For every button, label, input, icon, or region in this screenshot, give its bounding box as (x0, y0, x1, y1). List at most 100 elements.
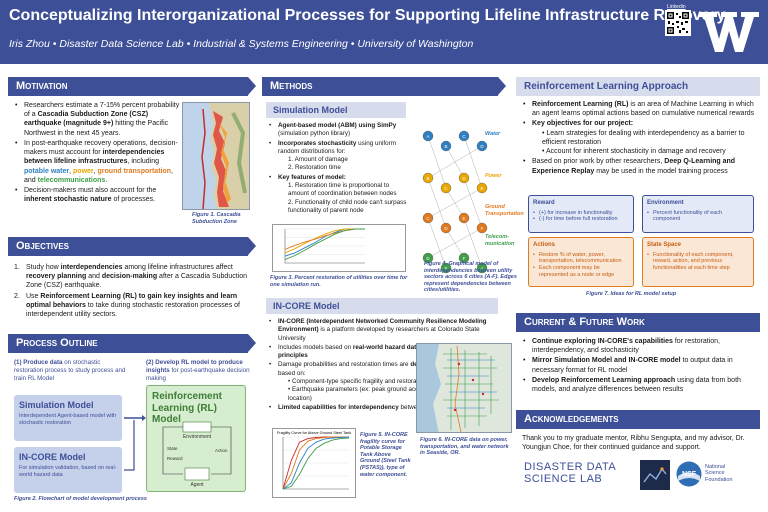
list-item: Restore % of water, power, transportatio… (533, 252, 629, 266)
fragility-chart-svg: Fragility Curve for Above Ground Steel T… (277, 431, 351, 490)
rl-agent-label: Agent (190, 482, 204, 488)
methods-heading: Methods (262, 77, 506, 96)
network-node (422, 212, 434, 224)
environment-title: Environment (647, 200, 684, 206)
network-node-label: D (444, 226, 448, 231)
list-item: 1.Study how interdependencies among life… (14, 264, 247, 290)
process-step1: (1) Produce data on stochastic restorati… (14, 359, 126, 383)
list-item: Decision-makers must also account for th… (14, 186, 180, 204)
network-node-label: E (480, 186, 483, 191)
list-item: IN-CORE (Interdependent Networked Commun… (268, 318, 502, 343)
network-edge (427, 217, 447, 269)
list-item: Develop Reinforcement Learning approach … (522, 376, 760, 394)
sub-item: 1. Amount of damage (288, 156, 348, 164)
sim-box-title: Simulation Model (19, 400, 94, 410)
list-item: Functionality of each component, reward,… (647, 252, 749, 273)
network-edge (427, 187, 483, 219)
rl-reward-label: Reward (167, 456, 183, 461)
series-line (282, 436, 349, 490)
network-node-label: D (426, 256, 430, 261)
network-edge (427, 135, 447, 189)
rl-state-label: State (167, 446, 178, 451)
list-item: Incorporates stochasticity using uniform… (268, 140, 410, 173)
network-node (440, 262, 452, 274)
figure7-caption: Figure 7. Ideas for RL model setup (586, 291, 677, 297)
sim-model-text: Agent-based model (ABM) using SimPy (sim… (268, 122, 410, 216)
nsf-text-3: Foundation (705, 476, 733, 483)
sub-item: • Earthquake parameters (ex: peak ground… (288, 386, 478, 402)
network-node (476, 140, 488, 152)
sub-item: 2. Restoration time (288, 164, 341, 172)
incore-model-box: IN-CORE Model For simulation validation,… (14, 447, 122, 493)
network-node (440, 222, 452, 234)
network-node (476, 222, 488, 234)
list-item: Continue exploring IN-CORE's capabilitie… (522, 337, 760, 355)
list-item: (-) for time before full restoration (533, 216, 629, 223)
rl-model-box: Reinforcement Learning (RL) Model Enviro… (146, 385, 246, 492)
network-node-label: A (480, 266, 483, 271)
list-item: Key features of model:1. Restoration tim… (268, 174, 410, 215)
actions-title: Actions (533, 242, 556, 248)
network-node-label: A (426, 134, 429, 139)
network-node (440, 182, 452, 194)
network-node (476, 262, 488, 274)
reward-box: Reward (+) for increase in functionality… (528, 195, 634, 233)
list-item: 2.Use Reinforcement Learning (RL) to gai… (14, 292, 240, 319)
network-node (422, 130, 434, 142)
process-step2: (2) Develop RL model to produce insights… (146, 359, 250, 383)
series-line (282, 437, 350, 490)
environment-box: Environment Percent functionality of eac… (642, 195, 754, 233)
list-item: Reinforcement Learning (RL) is an area o… (522, 100, 760, 118)
fragility-chart: Fragility Curve for Above Ground Steel T… (272, 428, 356, 498)
core-box-text: For simulation validation, based on real… (19, 465, 117, 478)
process-heading: Process Outline (8, 334, 256, 353)
rl-env-label: Environment (183, 434, 212, 440)
list-item: (+) for increase in functionality (533, 210, 629, 217)
axis-line (284, 229, 365, 264)
rl-box-title: Reinforcement Learning (RL) Model (152, 391, 223, 425)
current-text: Continue exploring IN-CORE's capabilitie… (522, 337, 760, 395)
objectives-heading: Objectives (8, 237, 256, 256)
poster-title: Conceptualizing Interorganizational Proc… (9, 7, 726, 24)
cascadia-map-figure (182, 102, 250, 210)
list-item: Key objectives for our project:• Learn s… (522, 119, 760, 156)
figure2-caption: Figure 2. Flowchart of model development… (14, 496, 147, 502)
figure6-caption: Figure 6. IN-CORE data on power, transpo… (420, 437, 509, 457)
network-node-label: F (481, 226, 484, 231)
objectives-text: 1.Study how interdependencies among life… (14, 263, 248, 320)
network-node (458, 172, 470, 184)
rl-cycle-diagram: Environment Agent State Reward Action (162, 421, 232, 488)
nsf-text-1: National (705, 464, 726, 470)
flow-arrows (124, 415, 146, 471)
net-label-power: Power (485, 173, 502, 179)
network-node-label: C (462, 134, 466, 139)
sub-item: 2. Functionality of child node can't sur… (288, 198, 407, 214)
network-edge (463, 217, 483, 269)
qr-code-icon[interactable] (665, 10, 691, 36)
network-node (458, 130, 470, 142)
sim-box-text: Interdependent Agent-based model with st… (19, 413, 117, 426)
sub-item: • Learn strategies for dealing with inte… (542, 129, 745, 146)
reward-title: Reward (533, 200, 555, 206)
poster-authors: Iris Zhou • Disaster Data Science Lab • … (9, 38, 474, 50)
network-node (458, 212, 470, 224)
net-label-water: Water (485, 131, 501, 137)
sub-item: 1. Restoration time is proportional to a… (288, 182, 397, 198)
linkedin-label[interactable]: Linkedin (667, 4, 686, 10)
figure1-caption: Figure 1. Cascadia Subduction Zone (192, 212, 241, 225)
ack-heading: Acknowledgements (516, 410, 760, 429)
incore-subheading: IN-CORE Model (266, 298, 498, 314)
network-edge (427, 145, 483, 179)
network-node (476, 182, 488, 194)
network-node (422, 172, 434, 184)
nsf-mark: NSF (682, 471, 697, 478)
network-edge (463, 177, 483, 229)
poster-header: Conceptualizing Interorganizational Proc… (0, 0, 768, 64)
list-item: Percent functionality of each component (647, 210, 749, 224)
network-node-label: D (480, 144, 484, 149)
restoration-chart-svg (284, 228, 365, 264)
nsf-logo-icon: NSF (676, 461, 702, 487)
chart-title: Fragility Curve for Above Ground Steel T… (277, 431, 351, 435)
motivation-heading: Motivation (8, 77, 256, 96)
